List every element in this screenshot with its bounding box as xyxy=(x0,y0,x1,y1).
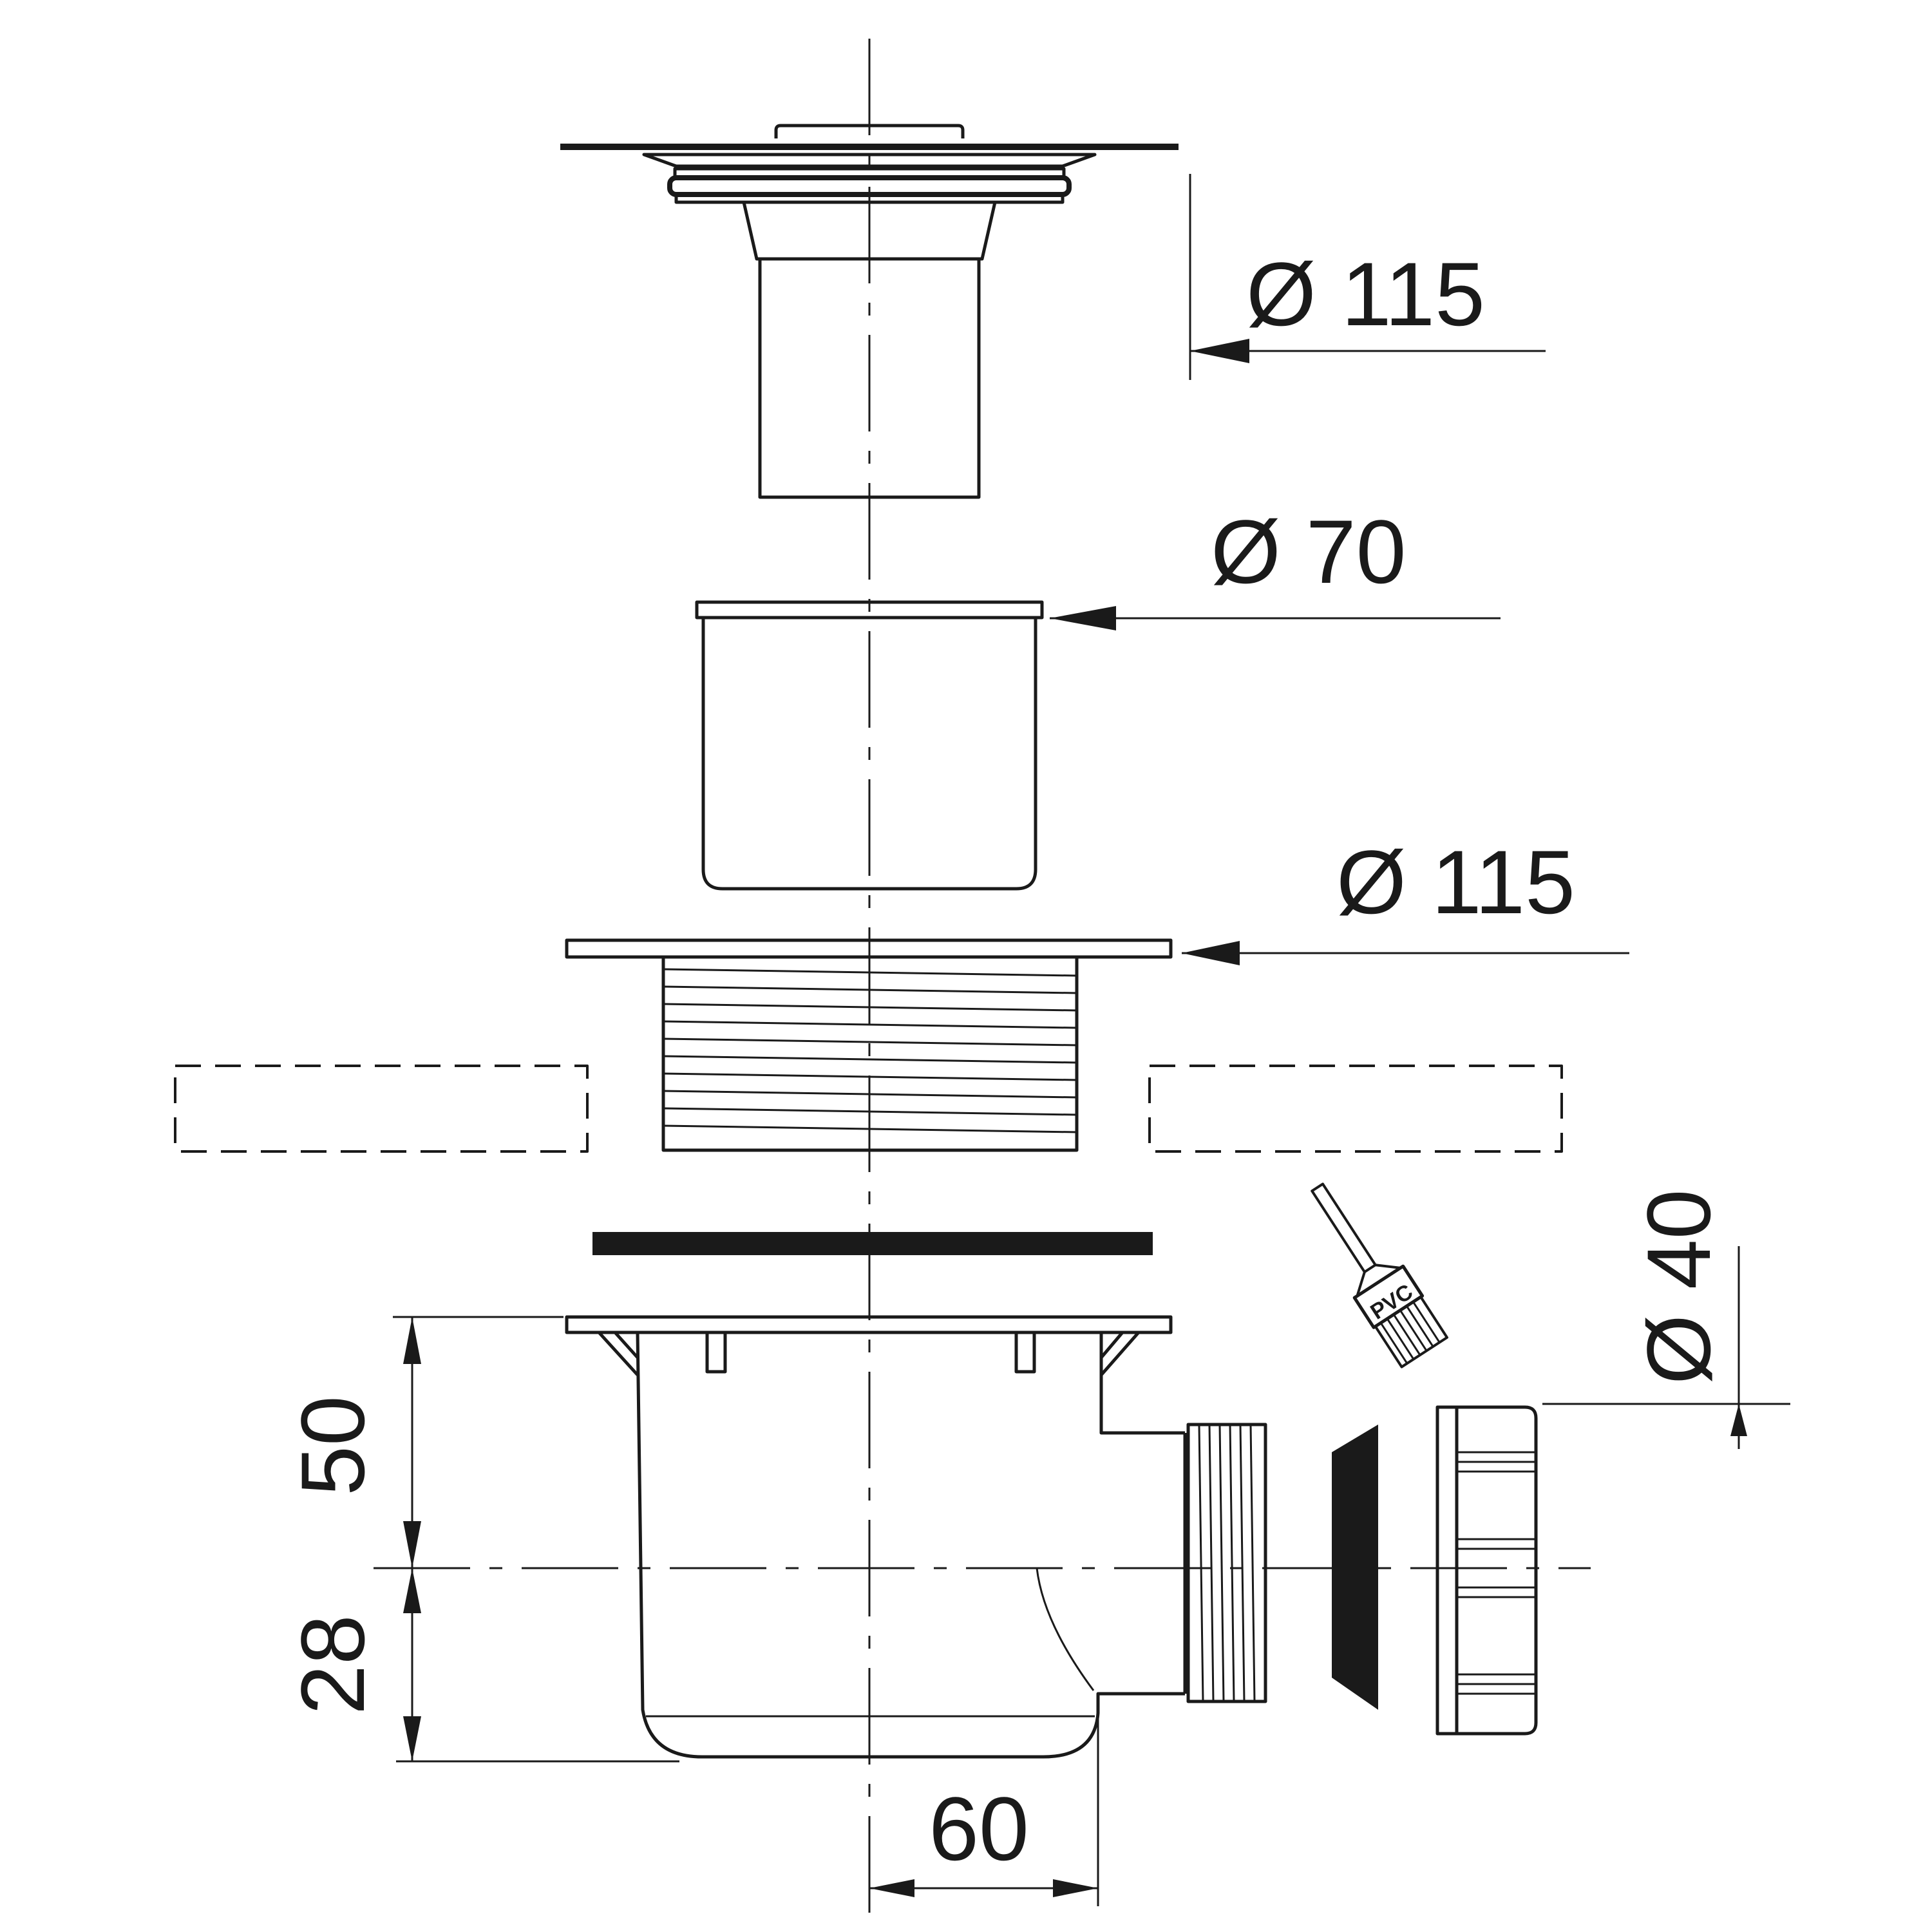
dimension-label: 60 xyxy=(929,1778,1029,1879)
outlet-nut xyxy=(1435,1405,1538,1736)
dimension-outlet-offset: 60 xyxy=(869,1697,1099,1906)
dimension-label: Ø 115 xyxy=(1336,831,1575,933)
dimension-label: 50 xyxy=(282,1396,383,1496)
strainer-cup xyxy=(695,600,1044,891)
dimension-label: Ø 115 xyxy=(1246,243,1485,345)
pvc-glue-brush-icon: PVC xyxy=(1311,1182,1448,1368)
dimension-label: Ø 40 xyxy=(1628,1189,1729,1385)
drain-body xyxy=(565,1315,1267,1759)
dimension-height-upper: 50 xyxy=(282,1316,564,1568)
dimension-flange-diameter: Ø 115 xyxy=(1182,831,1629,965)
drain-grate xyxy=(560,124,1179,499)
outlet-cone-seal xyxy=(1332,1425,1378,1710)
dimension-grate-diameter: Ø 115 xyxy=(1189,174,1546,380)
shower-tray-section xyxy=(174,1065,1563,1153)
dimension-height-lower: 28 xyxy=(282,1568,679,1763)
dimension-cup-diameter: Ø 70 xyxy=(1050,501,1501,630)
thread-lines xyxy=(663,968,1077,1133)
dimension-label: 28 xyxy=(282,1615,383,1715)
threaded-flange xyxy=(565,938,1173,1152)
outlet-thread-lines xyxy=(1198,1424,1256,1702)
dimension-label: Ø 70 xyxy=(1211,501,1406,602)
flat-gasket xyxy=(592,1232,1153,1255)
dimension-outlet-diameter: Ø 40 xyxy=(1542,1189,1790,1449)
